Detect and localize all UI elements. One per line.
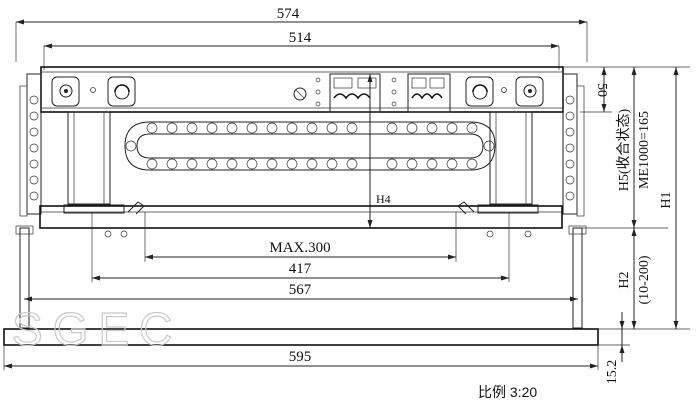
sgec-watermark: SGEC <box>12 303 182 355</box>
center-terminal-blocks <box>293 73 451 113</box>
dimension-417: 417 <box>91 212 510 282</box>
dim-h1-label: H1 <box>659 191 674 208</box>
dim-max-300-label: MAX.300 <box>269 240 330 256</box>
dimension-595: 595 <box>4 349 598 369</box>
cable-drag-chain <box>124 121 496 171</box>
support-columns <box>29 95 575 205</box>
dim-h5-label: H5(收合状态) <box>616 108 632 191</box>
dim-514-label: 514 <box>289 30 312 46</box>
dimension-h4: H4 <box>367 74 391 228</box>
dim-595-label: 595 <box>289 349 312 365</box>
left-mount-brackets <box>51 76 136 107</box>
support-legs <box>15 225 587 329</box>
dim-h2-range: (10-200) <box>637 255 652 304</box>
dim-567-label: 567 <box>289 282 312 298</box>
scale-note: 比例 3:20 <box>478 384 537 400</box>
dimension-574: 574 <box>15 6 588 62</box>
dim-574-label: 574 <box>277 6 300 22</box>
dimension-567: 567 <box>24 282 578 302</box>
right-mount-brackets <box>465 76 544 107</box>
dim-417-label: 417 <box>289 261 312 277</box>
right-vertical-dimensions: 50 H5(收合状态) ME1000=165 H2 (10-200) H1 15… <box>563 66 690 385</box>
dimension-514: 514 <box>43 30 560 70</box>
dimension-max-300: MAX.300 <box>144 212 457 262</box>
dim-h2-label: H2 <box>617 271 632 288</box>
lower-frame <box>39 201 563 238</box>
dim-50-label: 50 <box>594 83 609 97</box>
top-plate <box>19 66 585 217</box>
dim-15-2-label: 15.2 <box>605 360 620 385</box>
dim-h5-value: ME1000=165 <box>637 111 652 189</box>
dim-h4-label: H4 <box>376 192 391 206</box>
